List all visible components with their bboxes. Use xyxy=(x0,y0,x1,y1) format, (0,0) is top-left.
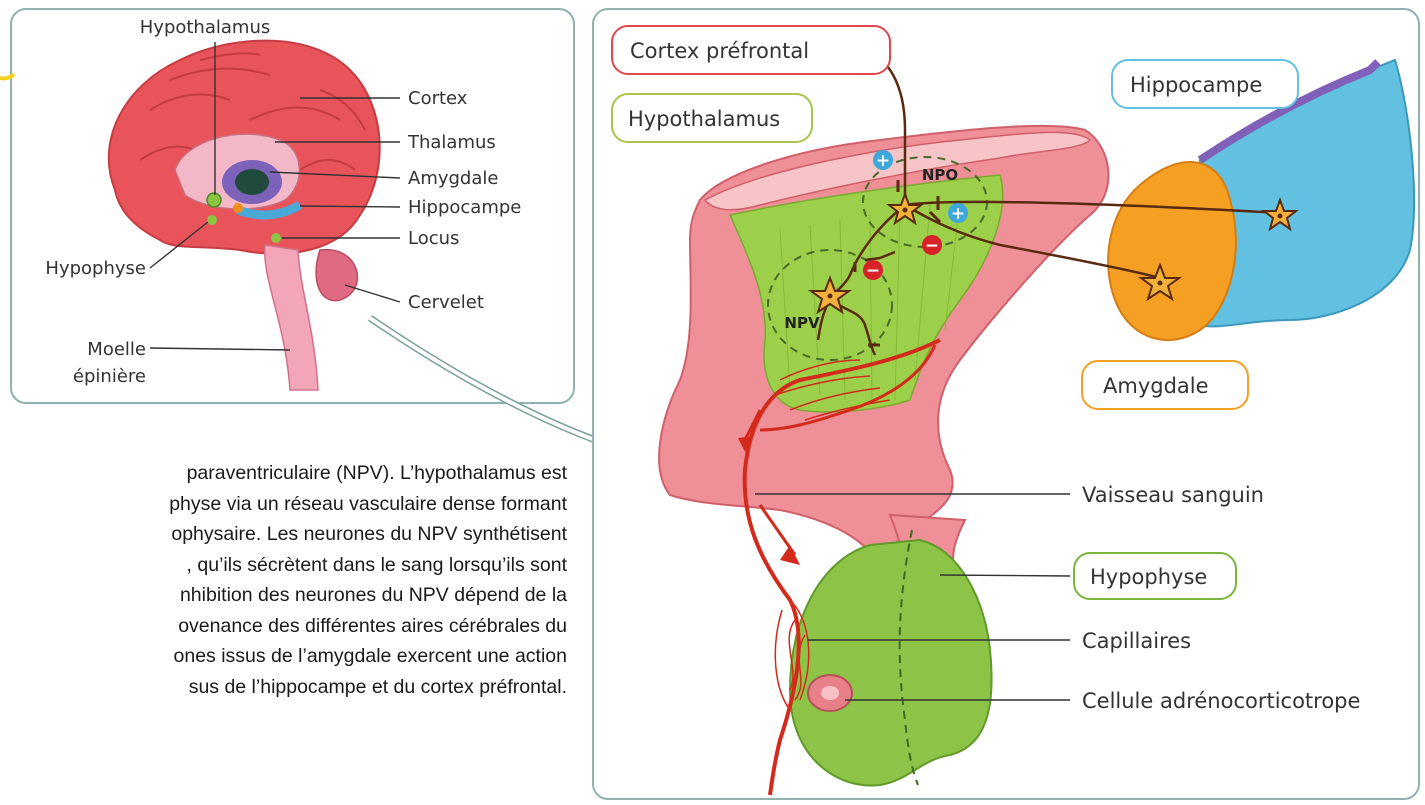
npv-label: NPV xyxy=(784,314,820,332)
svg-text:Cortex préfrontal: Cortex préfrontal xyxy=(630,39,809,63)
npo-label: NPO xyxy=(922,166,958,184)
caption-line: sus de l’hippocampe et du cortex préfron… xyxy=(0,672,575,703)
caption-line: paraventriculaire (NPV). L’hypothalamus … xyxy=(0,458,575,489)
label-capillaires: Capillaires xyxy=(1082,629,1191,653)
pituitary xyxy=(790,515,992,786)
svg-text:Hypophyse: Hypophyse xyxy=(1090,565,1207,589)
tag-hippocampe: Hippocampe xyxy=(1112,60,1298,108)
caption-line: nhibition des neurones du NPV dépend de … xyxy=(0,580,575,611)
caption-text: paraventriculaire (NPV). L’hypothalamus … xyxy=(0,458,575,702)
tag-hypothalamus: Hypothalamus xyxy=(612,94,812,142)
tag-cortex-prefrontal: Cortex préfrontal xyxy=(612,26,890,74)
caption-line: ovenance des différentes aires cérébrale… xyxy=(0,611,575,642)
svg-text:Hippocampe: Hippocampe xyxy=(1130,73,1262,97)
svg-text:+: + xyxy=(951,204,965,224)
svg-text:+: + xyxy=(876,151,890,171)
hypothalamus-body xyxy=(659,126,1108,570)
svg-text:Amygdale: Amygdale xyxy=(1103,374,1209,398)
label-vaisseau: Vaisseau sanguin xyxy=(1082,483,1264,507)
caption-line: physe via un réseau vasculaire dense for… xyxy=(0,489,575,520)
svg-text:−: − xyxy=(866,261,880,281)
amygdala-shape xyxy=(1108,162,1236,340)
caption-line: , qu’ils sécrètent dans le sang lorsqu’i… xyxy=(0,550,575,581)
caption-line: ones issus de l’amygdale exercent une ac… xyxy=(0,641,575,672)
tag-hypophyse: Hypophyse xyxy=(1074,553,1236,599)
svg-text:Hypothalamus: Hypothalamus xyxy=(628,107,780,131)
tag-amygdale: Amygdale xyxy=(1082,361,1248,409)
caption-line: ophysaire. Les neurones du NPV synthétis… xyxy=(0,519,575,550)
label-cellule: Cellule adrénocorticotrope xyxy=(1082,689,1360,713)
svg-text:−: − xyxy=(925,236,939,256)
hypophysis-shape xyxy=(790,540,992,786)
